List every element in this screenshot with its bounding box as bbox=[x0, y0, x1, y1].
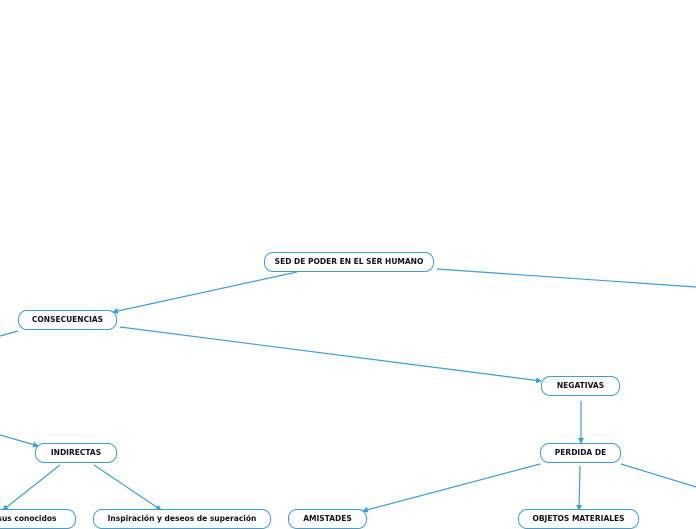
node-amistades[interactable]: AMISTADES bbox=[288, 509, 367, 529]
node-perdida-de[interactable]: PERDIDA DE bbox=[540, 443, 621, 463]
edge-offscreen-left-to-indirectas bbox=[0, 434, 39, 448]
edge-indirectas-to-sus-conocidos bbox=[2, 464, 61, 511]
edge-perdida-de-to-objetos-materiales bbox=[576, 465, 583, 511]
node-negativas[interactable]: NEGATIVAS bbox=[541, 376, 620, 396]
edge-root-to-offscreen-right bbox=[436, 268, 696, 288]
node-objetos-materiales[interactable]: OBJETOS MATERIALES bbox=[518, 509, 639, 529]
edge-root-to-consecuencias bbox=[112, 271, 298, 314]
node-indirectas[interactable]: INDIRECTAS bbox=[35, 443, 117, 463]
node-inspiracion[interactable]: Inspiración y deseos de superación bbox=[93, 509, 271, 529]
edge-perdida-de-to-offscreen-right bbox=[620, 463, 696, 488]
edge-perdida-de-to-amistades bbox=[362, 463, 541, 513]
edge-consecuencias-to-negativas bbox=[119, 326, 542, 384]
node-sed-de-poder[interactable]: SED DE PODER EN EL SER HUMANO bbox=[264, 252, 434, 272]
node-sus-conocidos[interactable]: sus conocidos bbox=[0, 509, 76, 529]
edge-consecuencias-to-offscreen-left bbox=[0, 330, 19, 337]
node-consecuencias[interactable]: CONSECUENCIAS bbox=[18, 310, 117, 330]
edge-indirectas-to-inspiracion bbox=[93, 464, 162, 511]
